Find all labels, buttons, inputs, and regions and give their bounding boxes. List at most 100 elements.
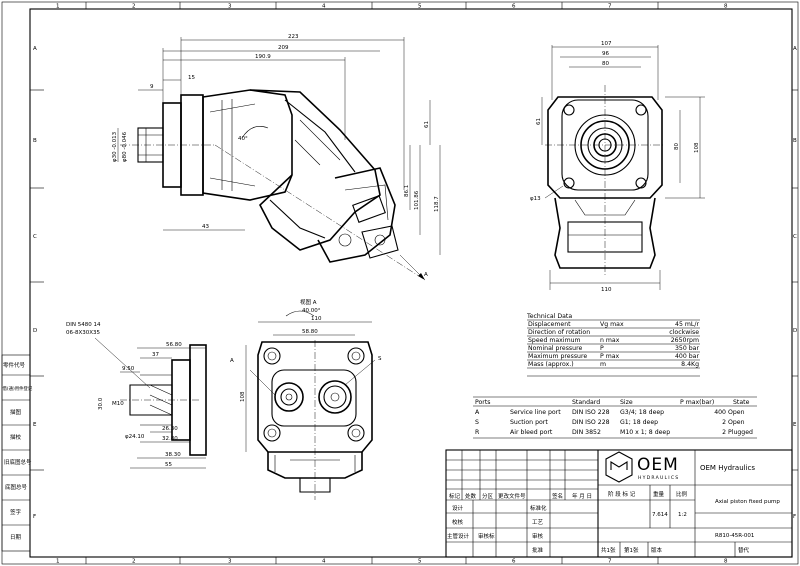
sheet-number: 第1张 [624, 546, 639, 554]
dim-32: 32.80 [162, 436, 178, 442]
role-label: 校核 [452, 518, 464, 526]
dim-v86: 86.1 [404, 185, 410, 197]
drawing-number: R810-45R-001 [715, 533, 754, 539]
row-label: F [793, 514, 796, 520]
view-a-angle: 40.00° [302, 308, 321, 314]
spline-spec-2: 06-8X30X35 [66, 330, 101, 336]
view-a-w110: 110 [311, 316, 322, 322]
scale-header: 比例 [676, 490, 688, 498]
col-label: 3 [228, 4, 232, 10]
ports-header: Size [620, 399, 633, 406]
row-label: B [33, 138, 37, 144]
dim-26: 26.30 [162, 426, 178, 432]
rev-header: 标记 [449, 492, 461, 500]
archive-label: 底图总号 [5, 483, 28, 491]
col-label: 3 [228, 559, 232, 565]
role-label: 主管设计 [447, 532, 470, 540]
mass-header: 重量 [653, 490, 665, 498]
dim-v118: 118.7 [434, 196, 440, 212]
view-a-title: 视图 A [300, 298, 317, 306]
col-label: 5 [418, 4, 422, 10]
archive-column: 零件代号 借(通)用件登记 描图 描校 旧底图总号 底图总号 签字 日期 [1, 354, 33, 552]
view-a: 视图 A 40.00° 110 58.80 108 A S [230, 298, 382, 500]
dim-9-5: 9.50 [122, 366, 135, 372]
spline-spec-1: DIN 5480 14 [66, 322, 101, 328]
front-view-dimensions: 223 209 190.9 15 9 43 61 86.1 101.86 118… [112, 34, 441, 281]
dim-w110: 110 [601, 287, 612, 293]
role-label: 设计 [452, 504, 464, 512]
ports-table: Ports Standard Size P max(bar) State A S… [473, 396, 757, 439]
approve-label: 批准 [532, 546, 544, 554]
port-desc: Suction port [510, 419, 548, 426]
review-label: 审核 [532, 532, 544, 540]
col-label: 6 [512, 4, 516, 10]
ports-header: P max(bar) [680, 399, 714, 406]
rev-header: 分区 [482, 492, 494, 500]
dim-m10: M10 [112, 401, 124, 407]
row-label: C [33, 234, 37, 240]
port-desc: Air bleed port [510, 429, 553, 436]
part-name: Axial piston fixed pump [715, 499, 780, 505]
row-label: D [793, 328, 797, 334]
dim-overall-length: 223 [288, 34, 299, 40]
port-std: DIN ISO 228 [572, 419, 610, 426]
col-label: 8 [724, 559, 728, 565]
rev-header: 年 月 日 [572, 492, 592, 500]
end-view-dimensions: 107 96 80 61 80 108 φ13 110 [530, 41, 705, 293]
row-label: B [793, 138, 797, 144]
tech-row-value: 400 bar [675, 353, 699, 360]
craft-label: 工艺 [532, 519, 544, 526]
tech-row-value: 350 bar [675, 345, 699, 352]
dim-30: 30.0 [98, 397, 104, 410]
dim-9: 9 [150, 84, 154, 90]
dim-shaft-2: φ80 -0.046 [122, 131, 128, 162]
mass-value: 7.614 [652, 512, 668, 518]
port-state: Plugged [728, 429, 753, 436]
company-name: OEM Hydraulics [700, 464, 755, 472]
view-arrow-a: A [424, 272, 428, 278]
right-zone-ruler: A B C D E F [792, 46, 798, 520]
dim-shaft-1: φ30 -0.013 [112, 131, 118, 162]
pump-end-view [545, 85, 665, 275]
port-pmax: 2 [722, 429, 726, 436]
tech-row-symbol: P [600, 345, 604, 352]
tech-row-label: Mass (approx.) [528, 361, 574, 368]
tech-row-value: clockwise [669, 329, 699, 336]
version-label: 版本 [651, 546, 663, 554]
row-label: E [33, 422, 37, 428]
port-pmax: 400 [714, 409, 726, 416]
port-state: Open [728, 419, 745, 426]
port-std: DIN 3852 [572, 429, 601, 436]
scale-value: 1:2 [678, 512, 687, 518]
col-label: 2 [132, 4, 136, 10]
tech-row-label: Nominal pressure [528, 345, 582, 352]
view-a-w58: 58.80 [302, 329, 318, 335]
col-label: 1 [56, 4, 60, 10]
port-size: G3/4; 18 deep [620, 409, 664, 416]
left-zone-ruler: A B C D E F [30, 46, 44, 520]
tech-row-label: Maximum pressure [528, 353, 587, 360]
dim-v61: 61 [424, 121, 430, 128]
tech-row-label: Speed maximum [528, 337, 581, 344]
rotation-angle: 40° [238, 136, 248, 142]
dim-w96: 96 [602, 51, 609, 57]
row-label: E [793, 422, 797, 428]
ports-header: State [733, 399, 750, 406]
col-label: 5 [418, 559, 422, 565]
std-check-label: 审核标 [478, 532, 495, 540]
std-label: 标准化 [530, 504, 547, 512]
dim-15: 15 [188, 75, 195, 81]
archive-label: 签字 [10, 508, 22, 516]
archive-label: 描校 [10, 433, 22, 441]
dim-length-190: 190.9 [255, 54, 271, 60]
rev-header: 更改文件号 [498, 492, 526, 500]
dim-24: φ24.10 [125, 434, 145, 440]
view-a-h108: 108 [240, 391, 246, 402]
archive-label: 借(通)用件登记 [3, 385, 33, 392]
view-a-port-a: A [230, 358, 234, 364]
tech-row-symbol: P max [600, 353, 620, 360]
dim-h108: 108 [694, 142, 700, 153]
row-label: C [793, 234, 797, 240]
col-label: 2 [132, 559, 136, 565]
